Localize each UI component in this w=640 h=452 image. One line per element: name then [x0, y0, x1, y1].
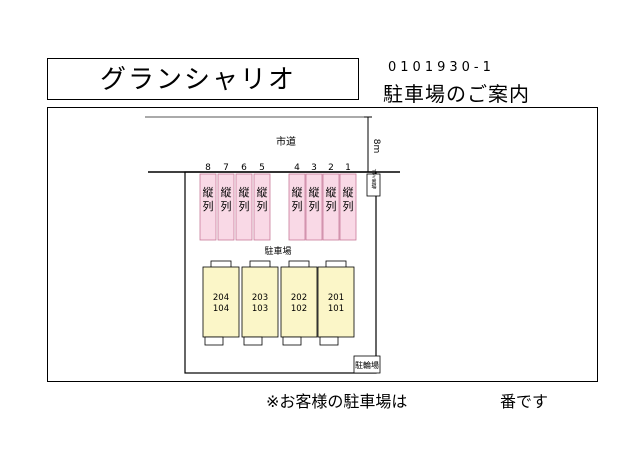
parking-space-number: 1 — [345, 163, 351, 173]
unit-number-lower: 103 — [252, 304, 268, 314]
parking-space-type-char: 縦 — [326, 186, 337, 199]
unit-number-upper: 203 — [252, 293, 268, 303]
parking-space — [322, 173, 340, 241]
building-unit — [317, 266, 355, 338]
parking-space-type-char: 縦 — [203, 186, 214, 199]
building-unit — [280, 266, 318, 338]
property-code: 0101930-1 — [388, 60, 495, 75]
property-name: グランシャリオ — [100, 65, 297, 95]
building-unit — [202, 266, 240, 338]
unit-entrance — [243, 336, 263, 346]
unit-number-upper: 201 — [328, 293, 344, 303]
unit-number-lower: 104 — [213, 304, 229, 314]
parking-space — [235, 173, 253, 241]
parking-space-number: 5 — [259, 163, 265, 173]
assigned-space-suffix: 番です — [500, 392, 549, 411]
parking-space-type-char: 縦 — [257, 186, 268, 199]
garbage-area — [366, 173, 381, 197]
parking-space-type-char: 縦 — [292, 186, 303, 199]
parking-space-number: 3 — [311, 163, 317, 173]
parking-space-type-char: 列 — [239, 199, 250, 213]
building-unit — [241, 266, 279, 338]
garbage-label: ゴミ置場 — [371, 168, 377, 190]
unit-number-lower: 102 — [291, 304, 307, 314]
lot-boundary — [184, 171, 377, 374]
parking-space-type-char: 列 — [309, 199, 320, 213]
parking-space-type-char: 縦 — [343, 186, 354, 199]
parking-space-type-char: 列 — [203, 199, 214, 213]
road-width-label: 8m — [371, 139, 381, 154]
parking-space-type-char: 列 — [221, 199, 232, 213]
road-label: 市道 — [276, 135, 296, 148]
parking-space-number: 2 — [328, 163, 334, 173]
parking-space-type-char: 列 — [343, 199, 354, 213]
parking-space-number: 8 — [205, 163, 211, 173]
parking-space-type-char: 列 — [292, 199, 303, 213]
parking-space-type-char: 縦 — [309, 186, 320, 199]
parking-space — [305, 173, 323, 241]
parking-space-type-char: 列 — [326, 199, 337, 213]
unit-entrance — [204, 336, 224, 346]
parking-space-number: 4 — [294, 163, 300, 173]
map-frame — [47, 107, 598, 382]
parking-space-type-char: 縦 — [221, 186, 232, 199]
parking-space-type-char: 列 — [257, 199, 268, 213]
parking-space-number: 6 — [241, 163, 247, 173]
unit-entrance — [319, 336, 339, 346]
unit-entrance — [282, 336, 302, 346]
property-name-box — [47, 58, 359, 100]
unit-number-upper: 204 — [213, 293, 229, 303]
parking-space — [199, 173, 217, 241]
lot-label: 駐車場 — [264, 245, 291, 257]
bike-parking-area — [353, 355, 381, 374]
parking-space-type-char: 縦 — [239, 186, 250, 199]
unit-number-upper: 202 — [291, 293, 307, 303]
guide-title: 駐車場のご案内 — [383, 82, 530, 106]
parking-space — [339, 173, 357, 241]
assigned-space-note: ※お客様の駐車場は — [266, 392, 408, 411]
parking-space — [288, 173, 306, 241]
parking-space — [253, 173, 271, 241]
parking-space-number: 7 — [223, 163, 229, 173]
bike-parking-label: 駐輪場 — [355, 360, 379, 370]
parking-space — [217, 173, 235, 241]
unit-number-lower: 101 — [328, 304, 344, 314]
